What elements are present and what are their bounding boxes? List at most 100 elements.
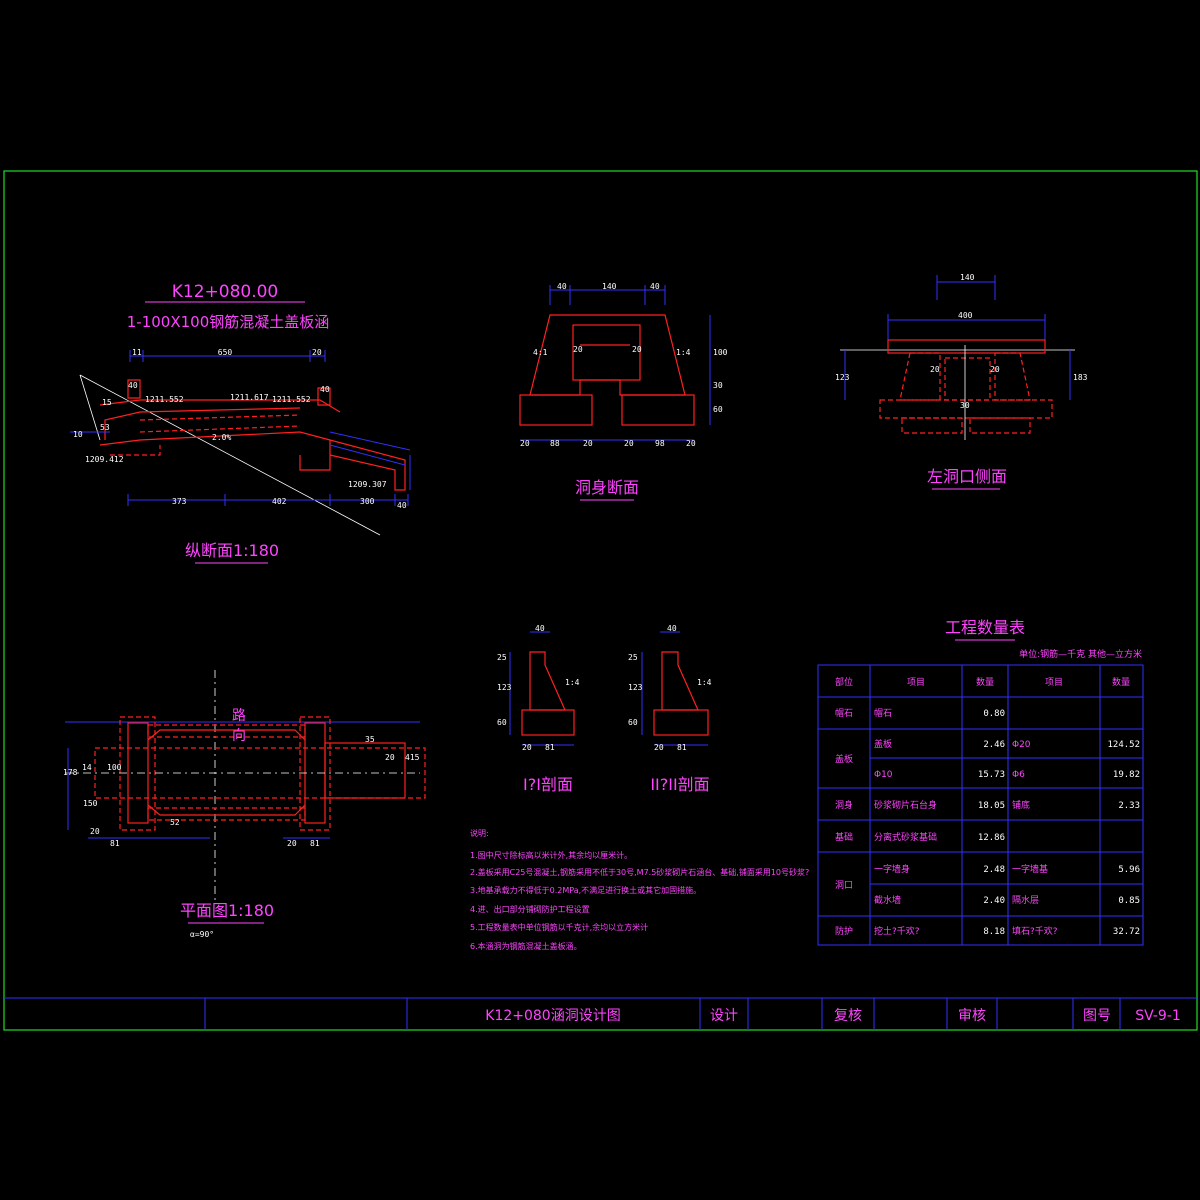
review-label: 审核	[958, 1008, 986, 1024]
th-part: 部位	[835, 676, 853, 688]
dim-left-40: 40	[128, 381, 138, 390]
note-line-3: 3.地基承载力不得低于0.2MPa,不满足进行换土或其它加固措施。	[470, 885, 701, 895]
body-top-40a: 40	[557, 282, 567, 291]
body-slope-l: 4:1	[533, 348, 548, 357]
note-line-6: 6.本涵洞为钢筋混凝土盖板涵。	[470, 941, 582, 951]
table-cell: 5.96	[1118, 865, 1140, 875]
dim-top-right: 20	[312, 348, 322, 357]
body-bot-20a: 20	[520, 439, 530, 448]
table-cell: 12.86	[978, 833, 1005, 843]
check-label: 复核	[834, 1007, 862, 1024]
th-item2: 项目	[1045, 677, 1063, 688]
plan-20b: 20	[287, 839, 297, 848]
table-title: 工程数量表	[945, 618, 1025, 637]
dim-10: 10	[73, 430, 83, 439]
th-item1: 项目	[907, 677, 925, 688]
body-bot-20c: 20	[624, 439, 634, 448]
table-cell: 18.05	[978, 801, 1005, 811]
table-cell: 填石?千欢?	[1012, 925, 1058, 937]
culvert-title: 1-100X100钢筋混凝土盖板涵	[127, 313, 330, 331]
sheet-label: 图号	[1083, 1008, 1111, 1024]
section-2-title: II?II剖面	[650, 775, 709, 794]
plan-road-dir-1: 路	[232, 708, 246, 724]
portal-30: 30	[960, 401, 970, 410]
table-cell: Φ10	[874, 770, 893, 780]
body-section	[519, 285, 711, 441]
plan-20c: 20	[385, 753, 395, 762]
plan-415: 415	[405, 753, 420, 762]
s1-60: 60	[497, 718, 507, 727]
s1-123: 123	[497, 683, 512, 692]
table-unit-note: 单位:钢筋—千克 其他—立方米	[1019, 648, 1142, 660]
table-cell: 盖板	[835, 753, 853, 765]
table-cell: 分离式砂浆基础	[874, 831, 937, 843]
table-cell: 2.40	[983, 896, 1005, 906]
table-cell: 铺底	[1012, 799, 1030, 811]
dim-15: 15	[102, 398, 112, 407]
portal-right-183: 183	[1073, 373, 1088, 382]
body-r-100: 100	[713, 348, 728, 357]
plan-81b: 81	[310, 839, 320, 848]
view-body-section: 洞身断面	[575, 478, 639, 497]
s2-123: 123	[628, 683, 643, 692]
dim-top-mid: 650	[218, 348, 233, 357]
table-cell: 基础	[835, 831, 853, 843]
design-label: 设计	[710, 1008, 738, 1024]
s2-60: 60	[628, 718, 638, 727]
view-longitudinal: 纵断面1:180	[185, 541, 279, 560]
plan-150: 150	[83, 799, 98, 808]
table-cell: 帽石	[835, 707, 853, 719]
title-block-dividers	[204, 998, 1121, 1030]
plan-178: 178	[63, 768, 78, 777]
section-1	[509, 631, 575, 746]
elev-4: 1209.412	[85, 455, 124, 464]
view-plan: 平面图1:180	[180, 901, 274, 920]
left-portal	[840, 275, 1075, 440]
sheet-number: SV-9-1	[1135, 1008, 1181, 1024]
elev-3: 1211.552	[272, 395, 311, 404]
s1-81: 81	[545, 743, 555, 752]
portal-top-400: 400	[958, 311, 973, 320]
slope-label: 2.0%	[212, 433, 231, 442]
table-cell: 洞身	[835, 799, 853, 811]
table-cell: 隔水层	[1012, 894, 1039, 906]
plan-52: 52	[170, 818, 180, 827]
table-cell: Φ20	[1012, 740, 1031, 750]
note-line-5: 5.工程数量表中单位钢筋以千克计,余均以立方米计	[470, 922, 648, 932]
plan-14: 14	[82, 763, 92, 772]
section-2	[641, 631, 709, 746]
dim-right-40: 40	[320, 385, 330, 394]
elev-5: 1209.307	[348, 480, 387, 489]
s1-25: 25	[497, 653, 507, 662]
s2-20: 20	[654, 743, 664, 752]
portal-20b: 20	[990, 365, 1000, 374]
body-r-30: 30	[713, 381, 723, 390]
dim-bot-2: 402	[272, 497, 287, 506]
dim-bot-3: 300	[360, 497, 375, 506]
table-cell: Φ6	[1012, 770, 1025, 780]
table-cell: 一字墙身	[874, 863, 910, 875]
dim-53: 53	[100, 423, 110, 432]
body-bot-98: 98	[655, 439, 665, 448]
table-cell: 0.80	[983, 709, 1005, 719]
table-cell: 帽石	[874, 707, 892, 719]
dim-top-left: 11	[132, 348, 142, 357]
body-bot-20b: 20	[583, 439, 593, 448]
section-1-title: I?I剖面	[523, 775, 573, 794]
elev-2: 1211.617	[230, 393, 269, 402]
table-cell: 2.33	[1118, 801, 1140, 811]
table-cell: 砂浆砌片石台身	[874, 799, 937, 811]
drawing-name: K12+080涵洞设计图	[485, 1008, 620, 1024]
table-cell: 截水墙	[874, 894, 901, 906]
body-bot-20d: 20	[686, 439, 696, 448]
portal-top-140: 140	[960, 273, 975, 282]
body-top-140: 140	[602, 282, 617, 291]
s2-top: 40	[667, 624, 677, 633]
body-in-20a: 20	[573, 345, 583, 354]
table-cell: 2.46	[983, 740, 1005, 750]
body-in-20b: 20	[632, 345, 642, 354]
th-qty1: 数量	[976, 676, 994, 688]
dim-bot-1: 373	[172, 497, 187, 506]
view-left-portal: 左洞口侧面	[927, 467, 1007, 486]
